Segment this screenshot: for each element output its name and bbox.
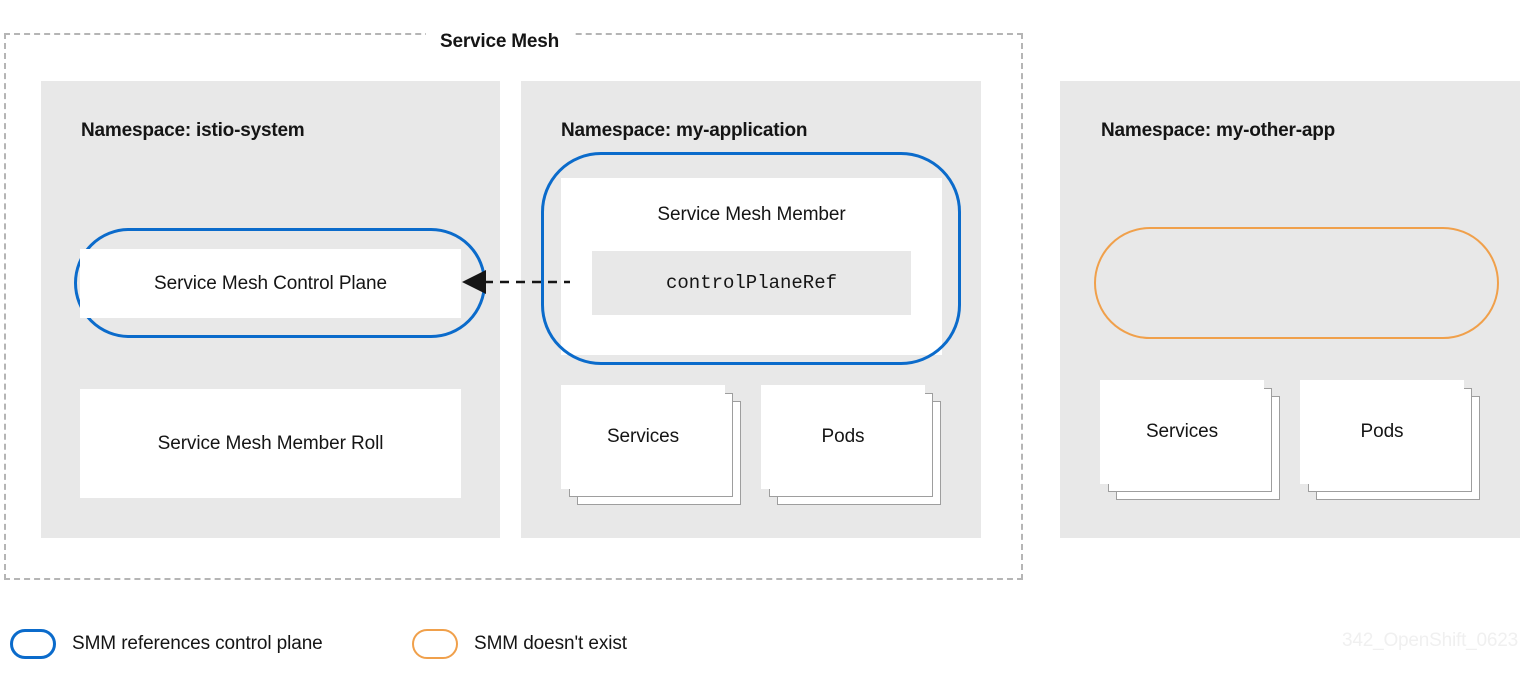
- service-mesh-control-plane-box[interactable]: Service Mesh Control Plane: [80, 249, 461, 318]
- namespace-title-my-other-app: Namespace: my-other-app: [1101, 120, 1336, 141]
- services-label: Services: [1145, 421, 1219, 442]
- service-mesh-title: Service Mesh: [426, 30, 574, 54]
- stack-layer-front: Services: [561, 385, 725, 489]
- stack-layer-front: Pods: [761, 385, 925, 489]
- service-mesh-member-label: Service Mesh Member: [657, 204, 846, 225]
- legend: SMM references control plane SMM doesn't…: [0, 615, 1520, 675]
- services-stack-my-other-app[interactable]: Services: [1100, 380, 1280, 500]
- legend-swatch-blue-pill-icon: [10, 629, 56, 659]
- missing-smm-orange-outline: [1094, 227, 1499, 339]
- control-plane-ref-value: controlPlaneRef: [665, 272, 838, 294]
- pods-stack-my-other-app[interactable]: Pods: [1300, 380, 1480, 500]
- pods-stack-my-application[interactable]: Pods: [761, 385, 941, 505]
- service-mesh-member-box[interactable]: Service Mesh Member controlPlaneRef: [561, 178, 942, 355]
- pods-label: Pods: [1360, 421, 1404, 442]
- pods-label: Pods: [821, 426, 865, 447]
- namespace-title-my-application: Namespace: my-application: [561, 120, 808, 141]
- legend-label-orange: SMM doesn't exist: [474, 633, 627, 654]
- services-stack-my-application[interactable]: Services: [561, 385, 741, 505]
- services-label: Services: [606, 426, 680, 447]
- legend-swatch-orange-pill-icon: [412, 629, 458, 659]
- stack-layer-front: Pods: [1300, 380, 1464, 484]
- service-mesh-control-plane-label: Service Mesh Control Plane: [154, 272, 387, 294]
- legend-item-smm-doesnt-exist: SMM doesn't exist: [412, 629, 627, 659]
- control-plane-ref-chip: controlPlaneRef: [592, 251, 911, 315]
- stack-layer-front: Services: [1100, 380, 1264, 484]
- namespace-title-istio-system: Namespace: istio-system: [81, 120, 305, 141]
- legend-item-smm-references-control-plane: SMM references control plane: [10, 629, 323, 659]
- smm-blue-outline: [541, 152, 961, 365]
- service-mesh-member-roll-box[interactable]: Service Mesh Member Roll: [80, 389, 461, 498]
- legend-label-blue: SMM references control plane: [72, 633, 323, 654]
- service-mesh-member-roll-label: Service Mesh Member Roll: [157, 432, 384, 454]
- watermark: 342_OpenShift_0623: [1341, 630, 1518, 651]
